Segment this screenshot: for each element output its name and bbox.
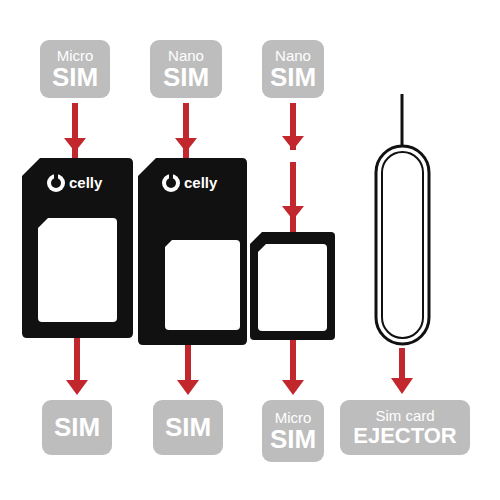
label-text: SIM — [270, 426, 316, 453]
label-text: SIM — [54, 414, 100, 441]
arrowhead — [282, 136, 304, 150]
label-text: SIM — [163, 64, 209, 91]
arrowhead — [177, 380, 199, 395]
micro-adapter — [22, 158, 133, 338]
adapter-slot — [165, 240, 240, 330]
arrowhead — [66, 380, 88, 395]
label-box: SIM — [153, 400, 223, 455]
label-text: Nano — [168, 48, 204, 64]
label-text: SIM — [52, 64, 98, 91]
label-text: Sim card — [375, 408, 434, 424]
adapter-slot — [38, 218, 117, 322]
ejector-handle — [382, 152, 423, 338]
label-text: Micro — [57, 48, 94, 64]
arrowhead — [282, 380, 304, 395]
label-text: Micro — [275, 410, 312, 426]
arrowhead — [391, 378, 413, 394]
nano-micro-adapter — [250, 232, 335, 340]
nano-adapter — [138, 158, 247, 345]
label-box: MicroSIM — [262, 400, 324, 462]
brand-logo: celly — [69, 175, 102, 191]
logo-ring — [54, 173, 58, 179]
label-text: Nano — [275, 48, 311, 64]
logo-ring — [162, 174, 180, 192]
label-text: EJECTOR — [353, 424, 457, 448]
logo-ring — [47, 174, 65, 192]
label-text: SIM — [165, 414, 211, 441]
brand-logo: celly — [184, 175, 217, 191]
label-box: SIM — [42, 400, 112, 455]
label-box: NanoSIM — [150, 40, 222, 98]
arrowhead — [282, 206, 304, 220]
logo-ring — [51, 178, 61, 188]
arrowhead — [64, 138, 86, 152]
label-box: NanoSIM — [262, 40, 324, 98]
arrowhead — [175, 138, 197, 152]
label-box: Sim cardEJECTOR — [340, 400, 470, 455]
arrow-gap — [284, 150, 302, 162]
adapter-slot — [258, 244, 327, 331]
ejector-handle — [376, 146, 429, 344]
logo-ring — [169, 173, 173, 179]
ejector-pin — [401, 94, 404, 148]
label-box: MicroSIM — [40, 40, 110, 98]
leader-arrow — [399, 348, 405, 380]
logo-ring — [166, 178, 176, 188]
label-text: SIM — [270, 64, 316, 91]
